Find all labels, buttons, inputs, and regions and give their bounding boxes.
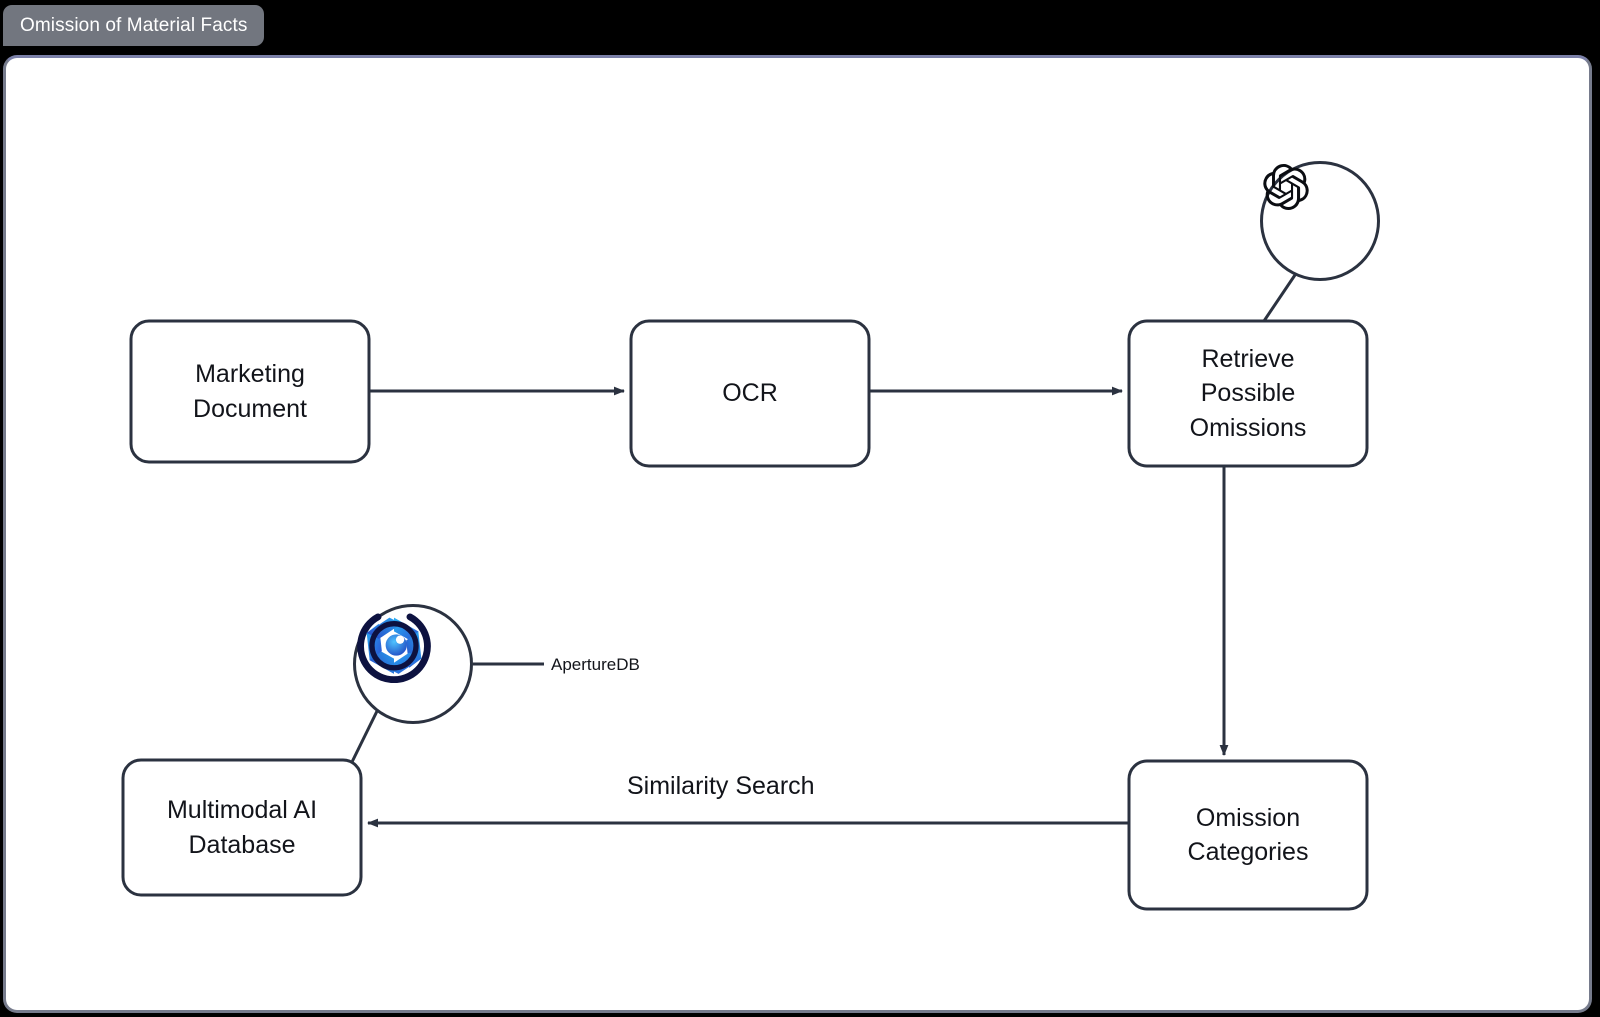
node-label-line: Database (188, 830, 296, 859)
node-shape-retrieve-possible-omissions (1127, 319, 1369, 468)
node-shape-omission-categories (1127, 759, 1369, 911)
node-retrieve-possible-omissions[interactable]: Retrieve Possible Omissions (1129, 321, 1367, 466)
node-label-line: OCR (722, 379, 778, 408)
node-label-line: Retrieve (1201, 344, 1295, 373)
node-label-line: Multimodal AI (166, 796, 318, 824)
node-label-line: Omissions (1189, 413, 1307, 442)
node-label-line: Possible (1200, 379, 1296, 408)
node-omission-categories[interactable]: Omission Categories (1129, 761, 1367, 909)
node-shape-multimodal-ai-database (121, 758, 363, 897)
aperturedb-logo-icon (357, 613, 431, 683)
openai-badge[interactable] (1260, 161, 1380, 281)
edge-label-similarity-search: Similarity Search (627, 772, 815, 800)
openai-logo-icon (1263, 164, 1309, 210)
node-label-line: Document (193, 394, 307, 423)
node-marketing-document[interactable]: Marketing Document (131, 321, 369, 462)
diagram-title-tab[interactable]: Omission of Material Facts (3, 5, 264, 46)
diagram-title-text: Omission of Material Facts (20, 15, 248, 36)
node-label-line: Categories (1187, 838, 1309, 866)
node-label-line: Omission (1195, 803, 1301, 832)
node-multimodal-ai-database[interactable]: Multimodal AI Database (123, 760, 361, 895)
diagram-canvas: Marketing Document OCR Retrieve Possible… (6, 58, 1589, 1010)
aperturedb-label: ApertureDB (551, 655, 640, 674)
node-label-line: Marketing (195, 360, 305, 388)
node-ocr[interactable]: OCR (631, 321, 869, 466)
flowchart-graphics (121, 271, 1369, 911)
connector-aperturedb-badge (350, 702, 383, 763)
connector-openai-badge (1262, 271, 1299, 322)
aperturedb-badge[interactable] (353, 604, 473, 724)
diagram-panel: Marketing Document OCR Retrieve Possible… (3, 55, 1592, 1013)
node-shape-ocr (629, 319, 871, 468)
